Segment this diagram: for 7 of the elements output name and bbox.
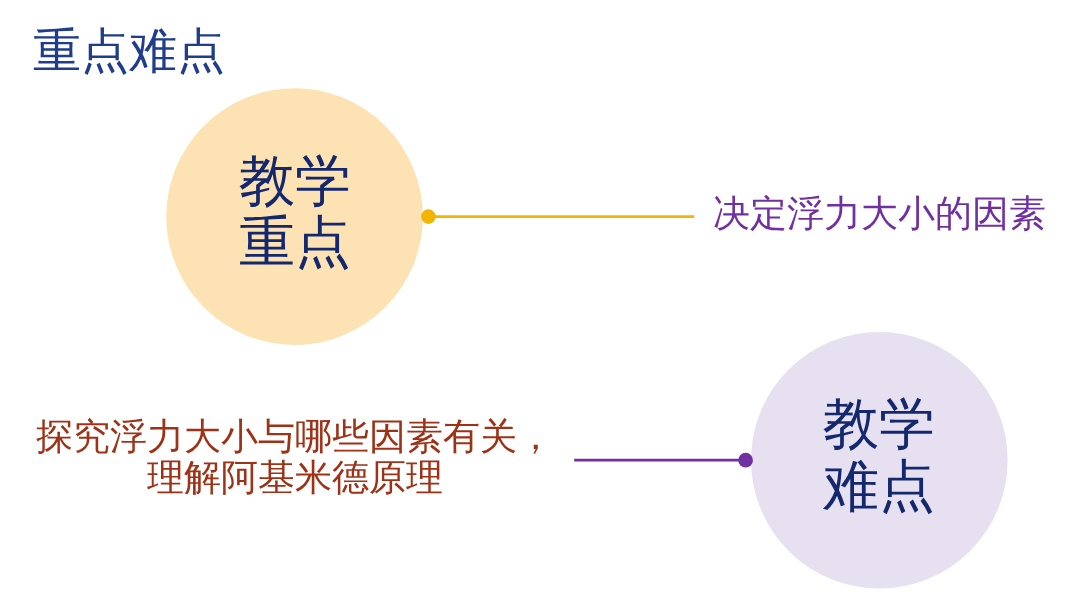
diagram-title: 重点难点 <box>33 21 226 78</box>
connector <box>574 452 753 468</box>
node-circle: 教学难点 <box>751 331 1008 589</box>
node-circle: 教学重点 <box>166 88 423 345</box>
connector <box>421 209 695 224</box>
node-text: 探究浮力大小与哪些因素有关，理解阿基米德原理 <box>35 414 554 499</box>
node-text: 决定浮力大小的因素 <box>712 190 1046 235</box>
